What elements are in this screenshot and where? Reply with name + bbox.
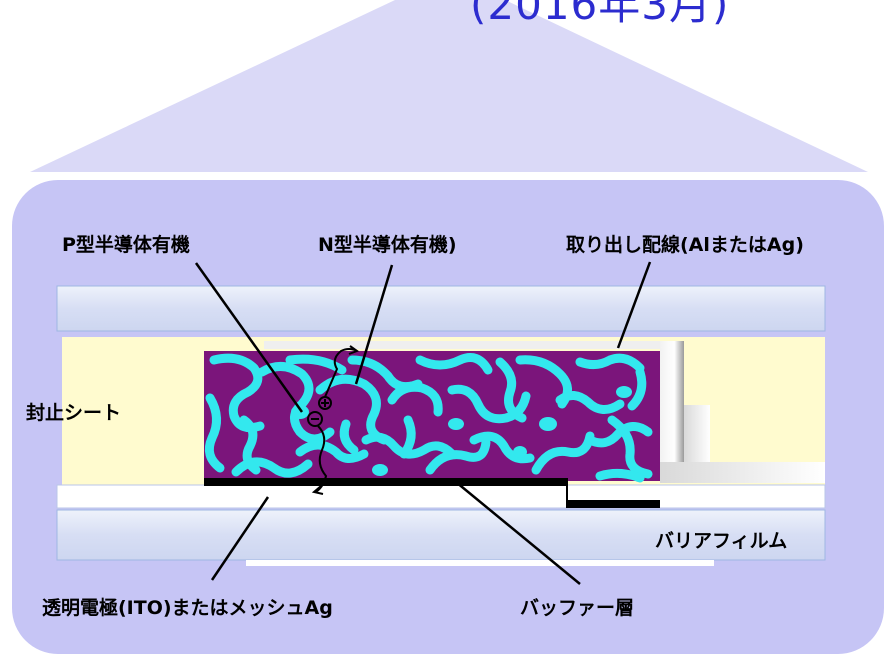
electron-path-arrow bbox=[315, 425, 328, 493]
leader-wiring bbox=[616, 261, 652, 349]
leader-p-type bbox=[194, 262, 304, 413]
top-barrier-film bbox=[56, 285, 826, 332]
electron-symbol bbox=[307, 411, 323, 427]
label-buffer-layer: バッファー層 bbox=[520, 597, 635, 619]
extraction-wiring-side bbox=[660, 341, 684, 483]
charge-carrier-paths bbox=[307, 345, 360, 495]
bottom-edge-strip bbox=[246, 560, 714, 566]
leader-electrode bbox=[210, 496, 270, 581]
extraction-wiring-step bbox=[684, 405, 710, 462]
active-layer bbox=[204, 351, 660, 483]
label-n-type: N型半導体有機) bbox=[318, 234, 457, 256]
buffer-layer bbox=[204, 478, 660, 508]
label-barrier-film: バリアフィルム bbox=[655, 530, 788, 552]
label-p-type: P型半導体有機 bbox=[62, 234, 190, 256]
label-extraction-wiring: 取り出し配線(AlまたはAg) bbox=[566, 234, 804, 256]
label-sealing-sheet: 封止シート bbox=[26, 402, 122, 424]
label-transparent-electrode: 透明電極(ITO)またはメッシュAg bbox=[42, 597, 333, 619]
electrode-layer bbox=[56, 484, 826, 509]
leader-lines bbox=[194, 261, 652, 585]
roof-shape bbox=[30, 0, 868, 172]
heading-text: (2016年3月) bbox=[470, 0, 730, 29]
bottom-barrier-film bbox=[56, 509, 826, 561]
extraction-wiring-lead bbox=[660, 462, 825, 483]
hole-path-arrow bbox=[324, 348, 358, 398]
extraction-wiring bbox=[264, 341, 684, 349]
leader-n-type bbox=[354, 264, 394, 385]
leader-buffer bbox=[455, 481, 581, 585]
